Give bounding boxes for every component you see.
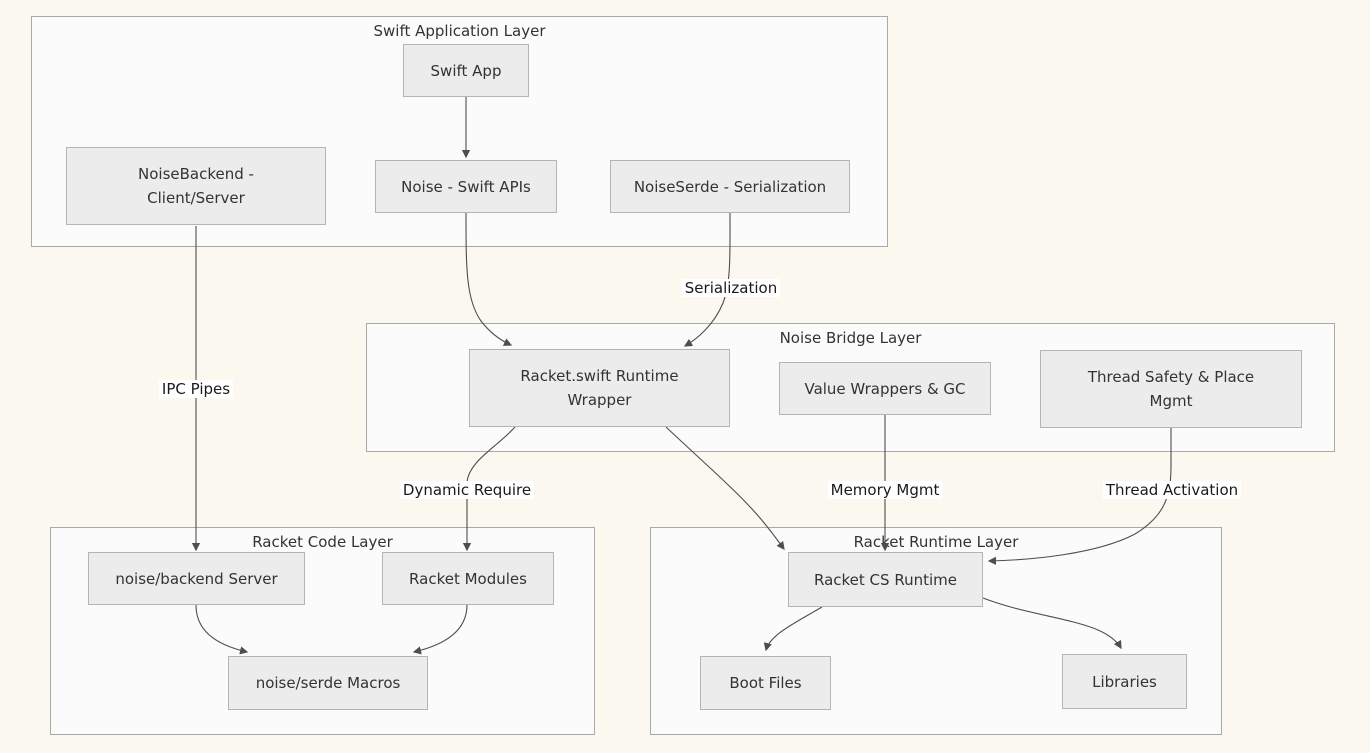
edge-label-dynamic-require: Dynamic Require	[399, 481, 535, 499]
edge-backend-server-to-serde-macros	[195, 604, 249, 655]
node-noise-backend: NoiseBackend - Client/Server	[66, 147, 326, 225]
node-noise-backend-label-line1: NoiseBackend -	[138, 165, 254, 183]
node-noise-serde: NoiseSerde - Serialization	[610, 160, 850, 213]
edge-label-memory-mgmt: Memory Mgmt	[827, 481, 943, 499]
node-thread-safety-label-line2: Mgmt	[1149, 392, 1193, 410]
edge-runtime-wrapper-to-racket-cs-runtime	[665, 426, 785, 550]
cluster-title-swift-application-layer: Swift Application Layer	[373, 22, 546, 40]
edge-noise-swift-apis-to-runtime-wrapper	[465, 212, 513, 346]
node-racket-modules-label: Racket Modules	[409, 569, 527, 588]
node-runtime-wrapper-label-line2: Wrapper	[567, 391, 632, 409]
node-boot-files-label: Boot Files	[729, 674, 802, 692]
node-libraries: Libraries	[1062, 654, 1187, 709]
edge-racket-modules-to-serde-macros	[412, 604, 468, 655]
node-swift-app: Swift App	[403, 44, 529, 97]
node-noise-serde-macros: noise/serde Macros	[228, 656, 428, 710]
cluster-title-racket-code-layer: Racket Code Layer	[252, 533, 393, 551]
node-libraries-label: Libraries	[1092, 672, 1157, 691]
cluster-title-racket-runtime-layer: Racket Runtime Layer	[853, 533, 1019, 551]
node-noise-swift-apis: Noise - Swift APIs	[375, 160, 557, 213]
node-boot-files: Boot Files	[700, 656, 831, 710]
node-noise-serde-macros-label: noise/serde Macros	[255, 674, 401, 692]
node-runtime-wrapper-label-line1: Racket.swift Runtime	[520, 367, 679, 385]
edge-label-ipc-pipes: IPC Pipes	[158, 380, 234, 398]
node-value-wrappers-gc: Value Wrappers & GC	[779, 362, 991, 415]
node-racket-cs-runtime: Racket CS Runtime	[788, 552, 983, 607]
node-thread-safety-place-mgmt: Thread Safety & Place Mgmt	[1040, 350, 1302, 428]
node-noise-swift-apis-label: Noise - Swift APIs	[401, 177, 531, 196]
node-noise-backend-label-line2: Client/Server	[147, 189, 245, 207]
node-swift-app-label: Swift App	[430, 61, 502, 80]
edge-label-serialization: Serialization	[681, 279, 781, 297]
edge-racket-cs-runtime-to-libraries	[982, 597, 1122, 650]
node-value-wrappers-gc-label: Value Wrappers & GC	[804, 379, 966, 398]
cluster-title-noise-bridge-layer: Noise Bridge Layer	[779, 329, 922, 347]
node-racket-cs-runtime-label: Racket CS Runtime	[814, 570, 957, 589]
node-noise-serde-label: NoiseSerde - Serialization	[633, 177, 827, 196]
node-racket-modules: Racket Modules	[382, 552, 554, 605]
edge-label-thread-activation: Thread Activation	[1102, 481, 1242, 499]
node-thread-safety-label-line1: Thread Safety & Place	[1087, 368, 1255, 386]
node-noise-backend-server: noise/backend Server	[88, 552, 305, 605]
node-noise-backend-server-label: noise/backend Server	[115, 569, 278, 588]
node-racket-swift-runtime-wrapper: Racket.swift Runtime Wrapper	[469, 349, 730, 427]
edge-noise-serde-to-runtime-wrapper-serialization	[683, 212, 731, 347]
edge-racket-cs-runtime-to-boot-files	[763, 606, 823, 652]
